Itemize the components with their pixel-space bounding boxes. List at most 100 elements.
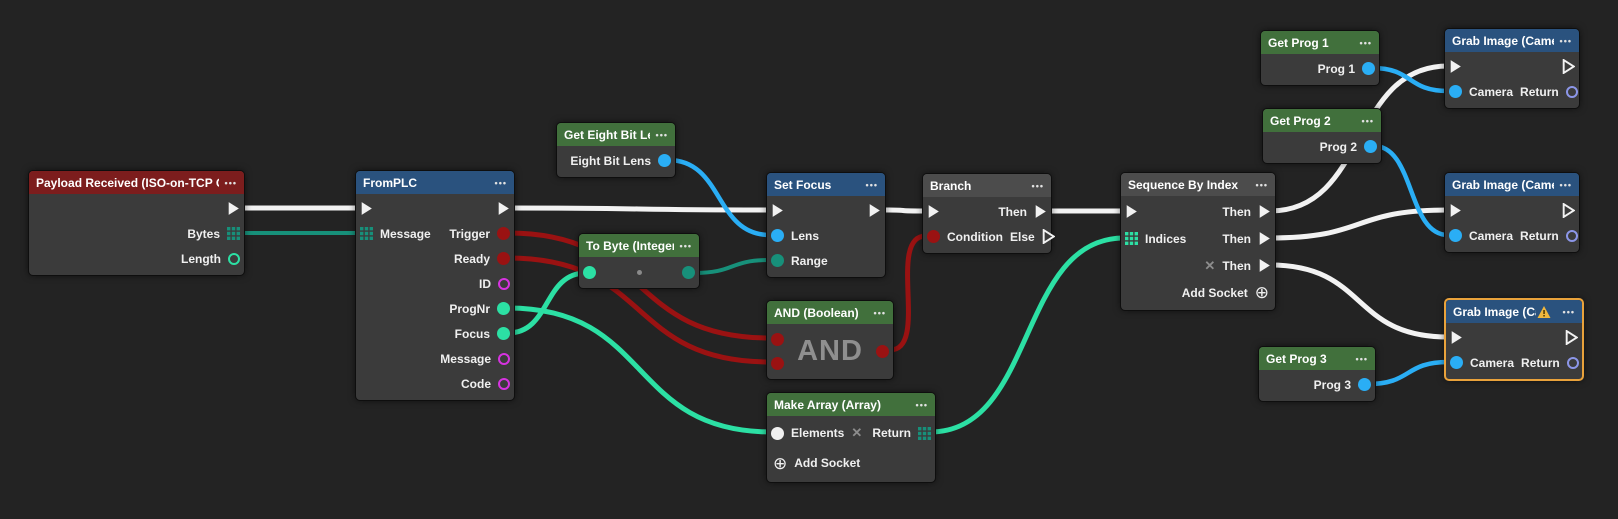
menu-icon[interactable]: ••• bbox=[1562, 306, 1575, 317]
add-socket-icon[interactable]: ⊕ bbox=[1254, 283, 1269, 302]
array-port[interactable] bbox=[918, 426, 931, 440]
node-title-bar[interactable]: Grab Image (Camera) ••• bbox=[1445, 173, 1579, 196]
prog-port[interactable] bbox=[1362, 62, 1375, 75]
return-port[interactable] bbox=[1565, 85, 1578, 98]
wire-white[interactable] bbox=[1267, 207, 1451, 241]
node-grab-image-3[interactable]: Grab Image (Camera) ••• Camera Return bbox=[1444, 298, 1584, 381]
exec-out-port[interactable] bbox=[1562, 203, 1575, 218]
wire-teal[interactable] bbox=[505, 305, 775, 435]
exec-in-port[interactable] bbox=[360, 201, 373, 216]
menu-icon[interactable]: ••• bbox=[494, 177, 507, 188]
node-title-bar[interactable]: Get Prog 3 ••• bbox=[1259, 347, 1375, 370]
node-and-boolean[interactable]: AND (Boolean) ••• AND bbox=[766, 300, 894, 380]
camera-port[interactable] bbox=[1449, 85, 1462, 98]
exec-in-port[interactable] bbox=[1449, 59, 1462, 74]
add-socket-row[interactable]: Add Socket ⊕ bbox=[1121, 279, 1275, 306]
exec-in-port[interactable] bbox=[1450, 330, 1463, 345]
and-input-port[interactable] bbox=[771, 357, 784, 370]
indices-port[interactable] bbox=[1125, 232, 1138, 245]
exec-out-port[interactable] bbox=[497, 201, 510, 216]
else-exec-port[interactable] bbox=[1042, 229, 1055, 244]
exec-in-port[interactable] bbox=[1125, 204, 1138, 219]
node-grab-image-2[interactable]: Grab Image (Camera) ••• Camera Return bbox=[1444, 172, 1580, 253]
lens-port[interactable] bbox=[658, 154, 671, 167]
menu-icon[interactable]: ••• bbox=[1255, 179, 1268, 190]
then-exec-port[interactable] bbox=[1258, 204, 1271, 219]
menu-icon[interactable]: ••• bbox=[224, 177, 237, 188]
remove-socket-icon[interactable]: ✕ bbox=[851, 425, 863, 440]
exec-out-port[interactable] bbox=[868, 203, 881, 218]
node-title-bar[interactable]: To Byte (Integer) ••• bbox=[579, 234, 699, 257]
node-title-bar[interactable]: Make Array (Array) ••• bbox=[767, 393, 935, 416]
integer-port[interactable] bbox=[228, 252, 240, 265]
menu-icon[interactable]: ••• bbox=[655, 129, 668, 140]
string-port[interactable] bbox=[498, 352, 510, 365]
node-title-bar[interactable]: Payload Received (ISO-on-TCP Client) ••• bbox=[29, 171, 244, 194]
exec-in-port[interactable] bbox=[771, 203, 784, 218]
camera-port[interactable] bbox=[1449, 229, 1462, 242]
exec-in-port[interactable] bbox=[927, 204, 940, 219]
exec-in-port[interactable] bbox=[1449, 203, 1462, 218]
add-socket-icon[interactable]: ⊕ bbox=[773, 453, 788, 473]
node-title-bar[interactable]: Sequence By Index ••• bbox=[1121, 173, 1275, 196]
menu-icon[interactable]: ••• bbox=[1031, 180, 1044, 191]
wire-blue[interactable] bbox=[1369, 65, 1451, 94]
warning-icon[interactable] bbox=[1536, 305, 1552, 319]
exec-out-port[interactable] bbox=[1565, 330, 1578, 345]
node-set-focus[interactable]: Set Focus ••• Lens Range bbox=[766, 172, 886, 278]
menu-icon[interactable]: ••• bbox=[1559, 179, 1572, 190]
menu-icon[interactable]: ••• bbox=[915, 399, 928, 410]
node-make-array[interactable]: Make Array (Array) ••• Elements ✕ Return… bbox=[766, 392, 936, 483]
string-port[interactable] bbox=[498, 377, 510, 390]
menu-icon[interactable]: ••• bbox=[679, 240, 692, 251]
node-sequence-by-index[interactable]: Sequence By Index ••• Then Indices Then … bbox=[1120, 172, 1276, 311]
wire-blue[interactable] bbox=[1371, 143, 1451, 238]
node-fromplc[interactable]: FromPLC ••• Message Trigger Ready ID bbox=[355, 170, 515, 401]
return-port[interactable] bbox=[1565, 229, 1578, 242]
node-to-byte[interactable]: To Byte (Integer) ••• bbox=[578, 233, 700, 289]
then-exec-port[interactable] bbox=[1258, 258, 1271, 273]
boolean-port[interactable] bbox=[497, 227, 510, 240]
and-output-port[interactable] bbox=[876, 345, 889, 358]
node-payload-received[interactable]: Payload Received (ISO-on-TCP Client) •••… bbox=[28, 170, 245, 276]
node-title-bar[interactable]: Set Focus ••• bbox=[767, 173, 885, 196]
menu-icon[interactable]: ••• bbox=[1355, 353, 1368, 364]
and-input-port[interactable] bbox=[771, 333, 784, 346]
wire-white[interactable] bbox=[1267, 262, 1451, 340]
integer-port[interactable] bbox=[497, 327, 510, 340]
camera-port[interactable] bbox=[1450, 356, 1463, 369]
node-grab-image-1[interactable]: Grab Image (Camera) ••• Camera Return bbox=[1444, 28, 1580, 109]
node-title-bar[interactable]: AND (Boolean) ••• bbox=[767, 301, 893, 324]
elements-port[interactable] bbox=[771, 426, 784, 440]
wire-teal_dark[interactable] bbox=[692, 258, 772, 275]
wire-teal[interactable] bbox=[505, 270, 589, 336]
node-branch[interactable]: Branch ••• Then Condition Else bbox=[922, 173, 1055, 254]
node-title-bar[interactable]: Grab Image (Camera) ••• bbox=[1446, 300, 1582, 323]
node-title-bar[interactable]: Branch ••• bbox=[923, 174, 1051, 197]
array-port[interactable] bbox=[227, 227, 240, 240]
menu-icon[interactable]: ••• bbox=[1361, 115, 1374, 126]
node-title-bar[interactable]: Get Prog 1 ••• bbox=[1261, 31, 1379, 54]
integer-port[interactable] bbox=[497, 302, 510, 315]
lens-port[interactable] bbox=[771, 229, 784, 242]
menu-icon[interactable]: ••• bbox=[1559, 35, 1572, 46]
prog-port[interactable] bbox=[1364, 140, 1377, 153]
node-get-prog-3[interactable]: Get Prog 3 ••• Prog 3 bbox=[1258, 346, 1376, 402]
node-get-prog-2[interactable]: Get Prog 2 ••• Prog 2 bbox=[1262, 108, 1382, 164]
string-port[interactable] bbox=[498, 277, 510, 290]
exec-out-port[interactable] bbox=[1562, 59, 1575, 74]
node-get-prog-1[interactable]: Get Prog 1 ••• Prog 1 bbox=[1260, 30, 1380, 86]
array-port[interactable] bbox=[360, 227, 373, 240]
menu-icon[interactable]: ••• bbox=[1359, 37, 1372, 48]
menu-icon[interactable]: ••• bbox=[865, 179, 878, 190]
prog-port[interactable] bbox=[1358, 378, 1371, 391]
output-port[interactable] bbox=[682, 266, 695, 279]
wire-blue[interactable] bbox=[665, 157, 773, 238]
node-get-eight-bit-lens[interactable]: Get Eight Bit Lens ••• Eight Bit Lens bbox=[556, 122, 676, 178]
condition-port[interactable] bbox=[927, 230, 940, 243]
range-port[interactable] bbox=[771, 254, 784, 267]
wire-white[interactable] bbox=[877, 207, 929, 214]
wire-red[interactable] bbox=[887, 233, 929, 353]
node-title-bar[interactable]: Get Eight Bit Lens ••• bbox=[557, 123, 675, 146]
